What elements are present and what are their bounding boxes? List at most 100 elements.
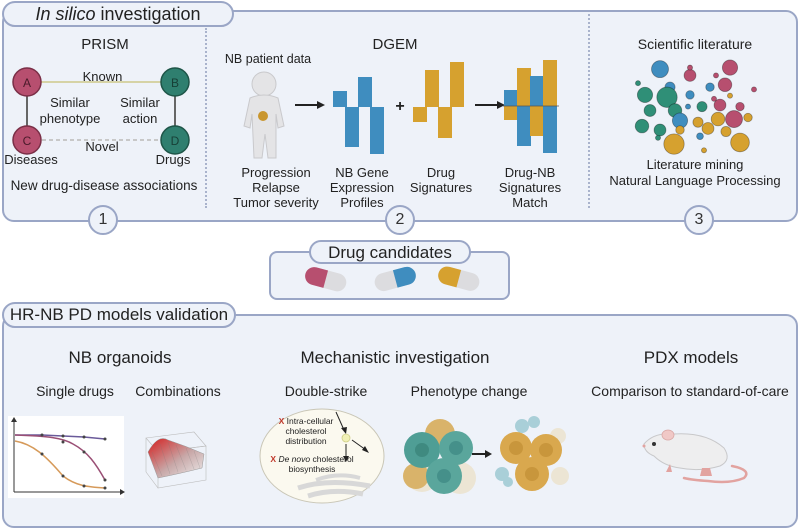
patient-caption-line2: Relapse — [252, 180, 300, 195]
mechanistic-title: Mechanistic investigation — [300, 348, 490, 367]
match-bar — [530, 106, 544, 136]
literature-bubble — [643, 104, 657, 117]
combination-3d-surface — [145, 431, 207, 489]
step-2-badge: 2 — [385, 205, 415, 235]
curve-magenta — [14, 434, 106, 481]
similar-phenotype-line2: phenotype — [39, 111, 101, 126]
similar-action-label: Similar action — [115, 95, 165, 127]
svg-text:A: A — [23, 76, 31, 90]
pill-icon-3 — [438, 266, 480, 291]
literature-bubble — [663, 133, 685, 155]
cell-text-1: X Intra-cellular cholesterol distributio… — [266, 416, 346, 446]
literature-bubble — [656, 86, 678, 108]
pdx-subtitle: Comparison to standard-of-care — [591, 383, 789, 399]
drug-bar — [450, 62, 464, 107]
gene-caption: NB Gene Expression Profiles — [322, 165, 402, 210]
patient-caption-line1: Progression — [241, 165, 311, 180]
pill-icon-1 — [305, 267, 347, 292]
combinations-label: Combinations — [135, 383, 221, 399]
match-bar — [543, 106, 557, 153]
pdx-title: PDX models — [643, 348, 739, 367]
literature-bubble — [685, 90, 695, 100]
match-caption-line3: Match — [512, 195, 548, 210]
drug-bar — [425, 70, 439, 107]
similar-phenotype-line1: Similar — [50, 95, 90, 110]
node-d: D — [160, 125, 190, 155]
literature-bubble — [713, 72, 719, 79]
literature-bubble — [675, 125, 685, 135]
match-caption-line1: Drug-NB — [504, 165, 556, 180]
literature-bubble — [683, 69, 697, 82]
gene-bar — [358, 77, 372, 107]
organoid-after-icon — [495, 416, 569, 491]
prism-caption: New drug-disease associations — [10, 178, 198, 193]
pill-icon-2 — [374, 266, 416, 292]
literature-bubble — [635, 80, 641, 87]
patient-caption: Progression Relapse Tumor severity — [226, 165, 326, 210]
literature-bubble — [713, 98, 727, 112]
drug-caption-line2: Signatures — [409, 180, 473, 195]
x-mark-2: X — [270, 454, 277, 464]
x-mark-1: X — [278, 416, 285, 426]
gene-caption-line3: Profiles — [340, 195, 384, 210]
patient-caption-line3: Tumor severity — [233, 195, 319, 210]
gene-bar — [370, 107, 384, 154]
gene-caption-line1: NB Gene — [335, 165, 389, 180]
literature-bubble — [655, 134, 661, 141]
drugs-label: Drugs — [155, 152, 191, 167]
literature-bubble — [636, 86, 654, 103]
literature-bubble — [717, 77, 733, 92]
dgem-title: DGEM — [372, 36, 418, 53]
step-3-badge: 3 — [684, 205, 714, 235]
literature-bubble — [721, 59, 739, 76]
known-label: Known — [82, 69, 123, 84]
drug-caption: Drug Signatures — [406, 165, 476, 195]
in-silico-panel — [2, 10, 798, 222]
match-caption: Drug-NB Signatures Match — [495, 165, 565, 210]
arrow-1-icon — [295, 101, 325, 109]
phenotype-change-label: Phenotype change — [410, 383, 528, 399]
literature-title: Scientific literature — [637, 36, 753, 52]
literature-caption-line1: Literature mining — [646, 157, 744, 172]
cell-text-2-line2: biosynthesis — [288, 464, 336, 474]
gene-expression-bars — [333, 77, 384, 154]
literature-caption-line2: Natural Language Processing — [609, 173, 781, 188]
literature-bubble — [705, 82, 715, 92]
literature-bubble — [692, 116, 704, 128]
literature-bubbles — [634, 59, 757, 155]
cell-text-2: X De novo cholesterol biosynthesis — [262, 454, 362, 474]
separator-2 — [588, 14, 590, 208]
literature-bubble — [701, 122, 715, 135]
cell-text-2-rest: cholesterol — [310, 454, 354, 464]
literature-bubble — [696, 132, 704, 141]
literature-bubble — [743, 112, 753, 123]
literature-bubble — [730, 132, 750, 153]
drug-bar — [413, 107, 427, 122]
similar-phenotype-label: Similar phenotype — [35, 95, 105, 127]
node-a: A — [12, 67, 42, 97]
literature-bubble — [720, 126, 732, 138]
similar-action-line2: action — [122, 111, 158, 126]
plus-sign: + — [395, 98, 405, 115]
svg-text:C: C — [23, 134, 32, 148]
diseases-label: Diseases — [4, 152, 58, 167]
literature-bubble — [685, 103, 691, 110]
gene-bar — [345, 107, 359, 147]
node-b: B — [160, 67, 190, 97]
cell-text-1-line2: cholesterol — [285, 426, 327, 436]
cell-text-1-line1-text: Intra-cellular — [286, 416, 334, 426]
separator-1 — [205, 28, 207, 208]
literature-bubble — [711, 95, 717, 102]
gene-bar — [333, 91, 347, 107]
match-bar — [530, 76, 544, 106]
similar-action-line1: Similar — [120, 95, 160, 110]
arrow-3-icon — [472, 450, 492, 458]
literature-bubble — [735, 101, 745, 112]
literature-bubble — [651, 60, 669, 79]
match-bar — [517, 68, 531, 106]
literature-bubble — [725, 110, 743, 128]
literature-bubble — [710, 111, 726, 127]
gene-caption-line2: Expression — [329, 180, 395, 195]
pill-icons — [305, 266, 480, 292]
node-c: C — [12, 125, 42, 155]
